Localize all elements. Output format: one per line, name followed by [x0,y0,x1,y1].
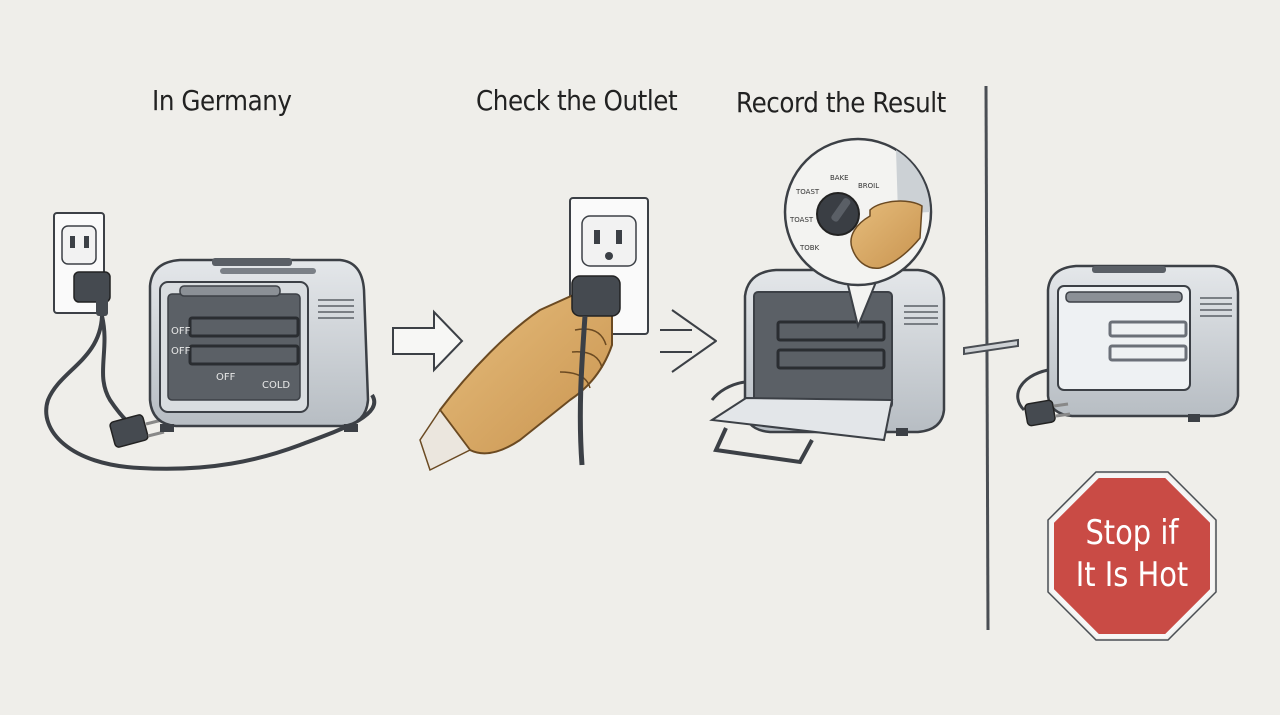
toaster-oven-open [709,268,946,465]
plug-held [571,275,621,466]
dial-label-toast: TOAST [795,188,820,196]
plug-in-outlet-1 [73,271,111,316]
stop-sign-icon [1050,474,1214,638]
oven-label-bottom-left: OFF [216,372,236,383]
stop-sign-line-1: Stop if [1085,513,1179,553]
dial-zoom-callout: BAKE BROIL TOAST TOAST TOBK [783,137,933,330]
dial-label-toast-2: TOAST [789,216,814,224]
stop-sign-text: Stop if It Is Hot [1064,512,1200,596]
oven-label-lower: OFF [171,346,191,357]
toaster-oven-unplugged [1016,264,1240,427]
step-title-in-germany: In Germany [152,84,292,117]
dial-label-tobk: TOBK [799,244,820,252]
arrow-right-icon [660,309,717,373]
dial-label-broil: BROIL [858,182,879,190]
divider-line [963,85,1019,631]
power-cord-1 [44,315,377,471]
oven-label-upper: OFF [171,326,191,337]
step-title-record-result: Record the Result [736,86,946,119]
stop-sign-line-2: It Is Hot [1075,555,1189,595]
loose-plug-1 [109,414,165,448]
oven-label-bottom-right: COLD [262,380,290,391]
arrow-right-icon [392,309,464,373]
step-title-check-outlet: Check the Outlet [476,84,678,117]
dial-label-bake: BAKE [830,174,849,182]
toaster-oven-1: OFF OFF OFF COLD [148,258,370,432]
